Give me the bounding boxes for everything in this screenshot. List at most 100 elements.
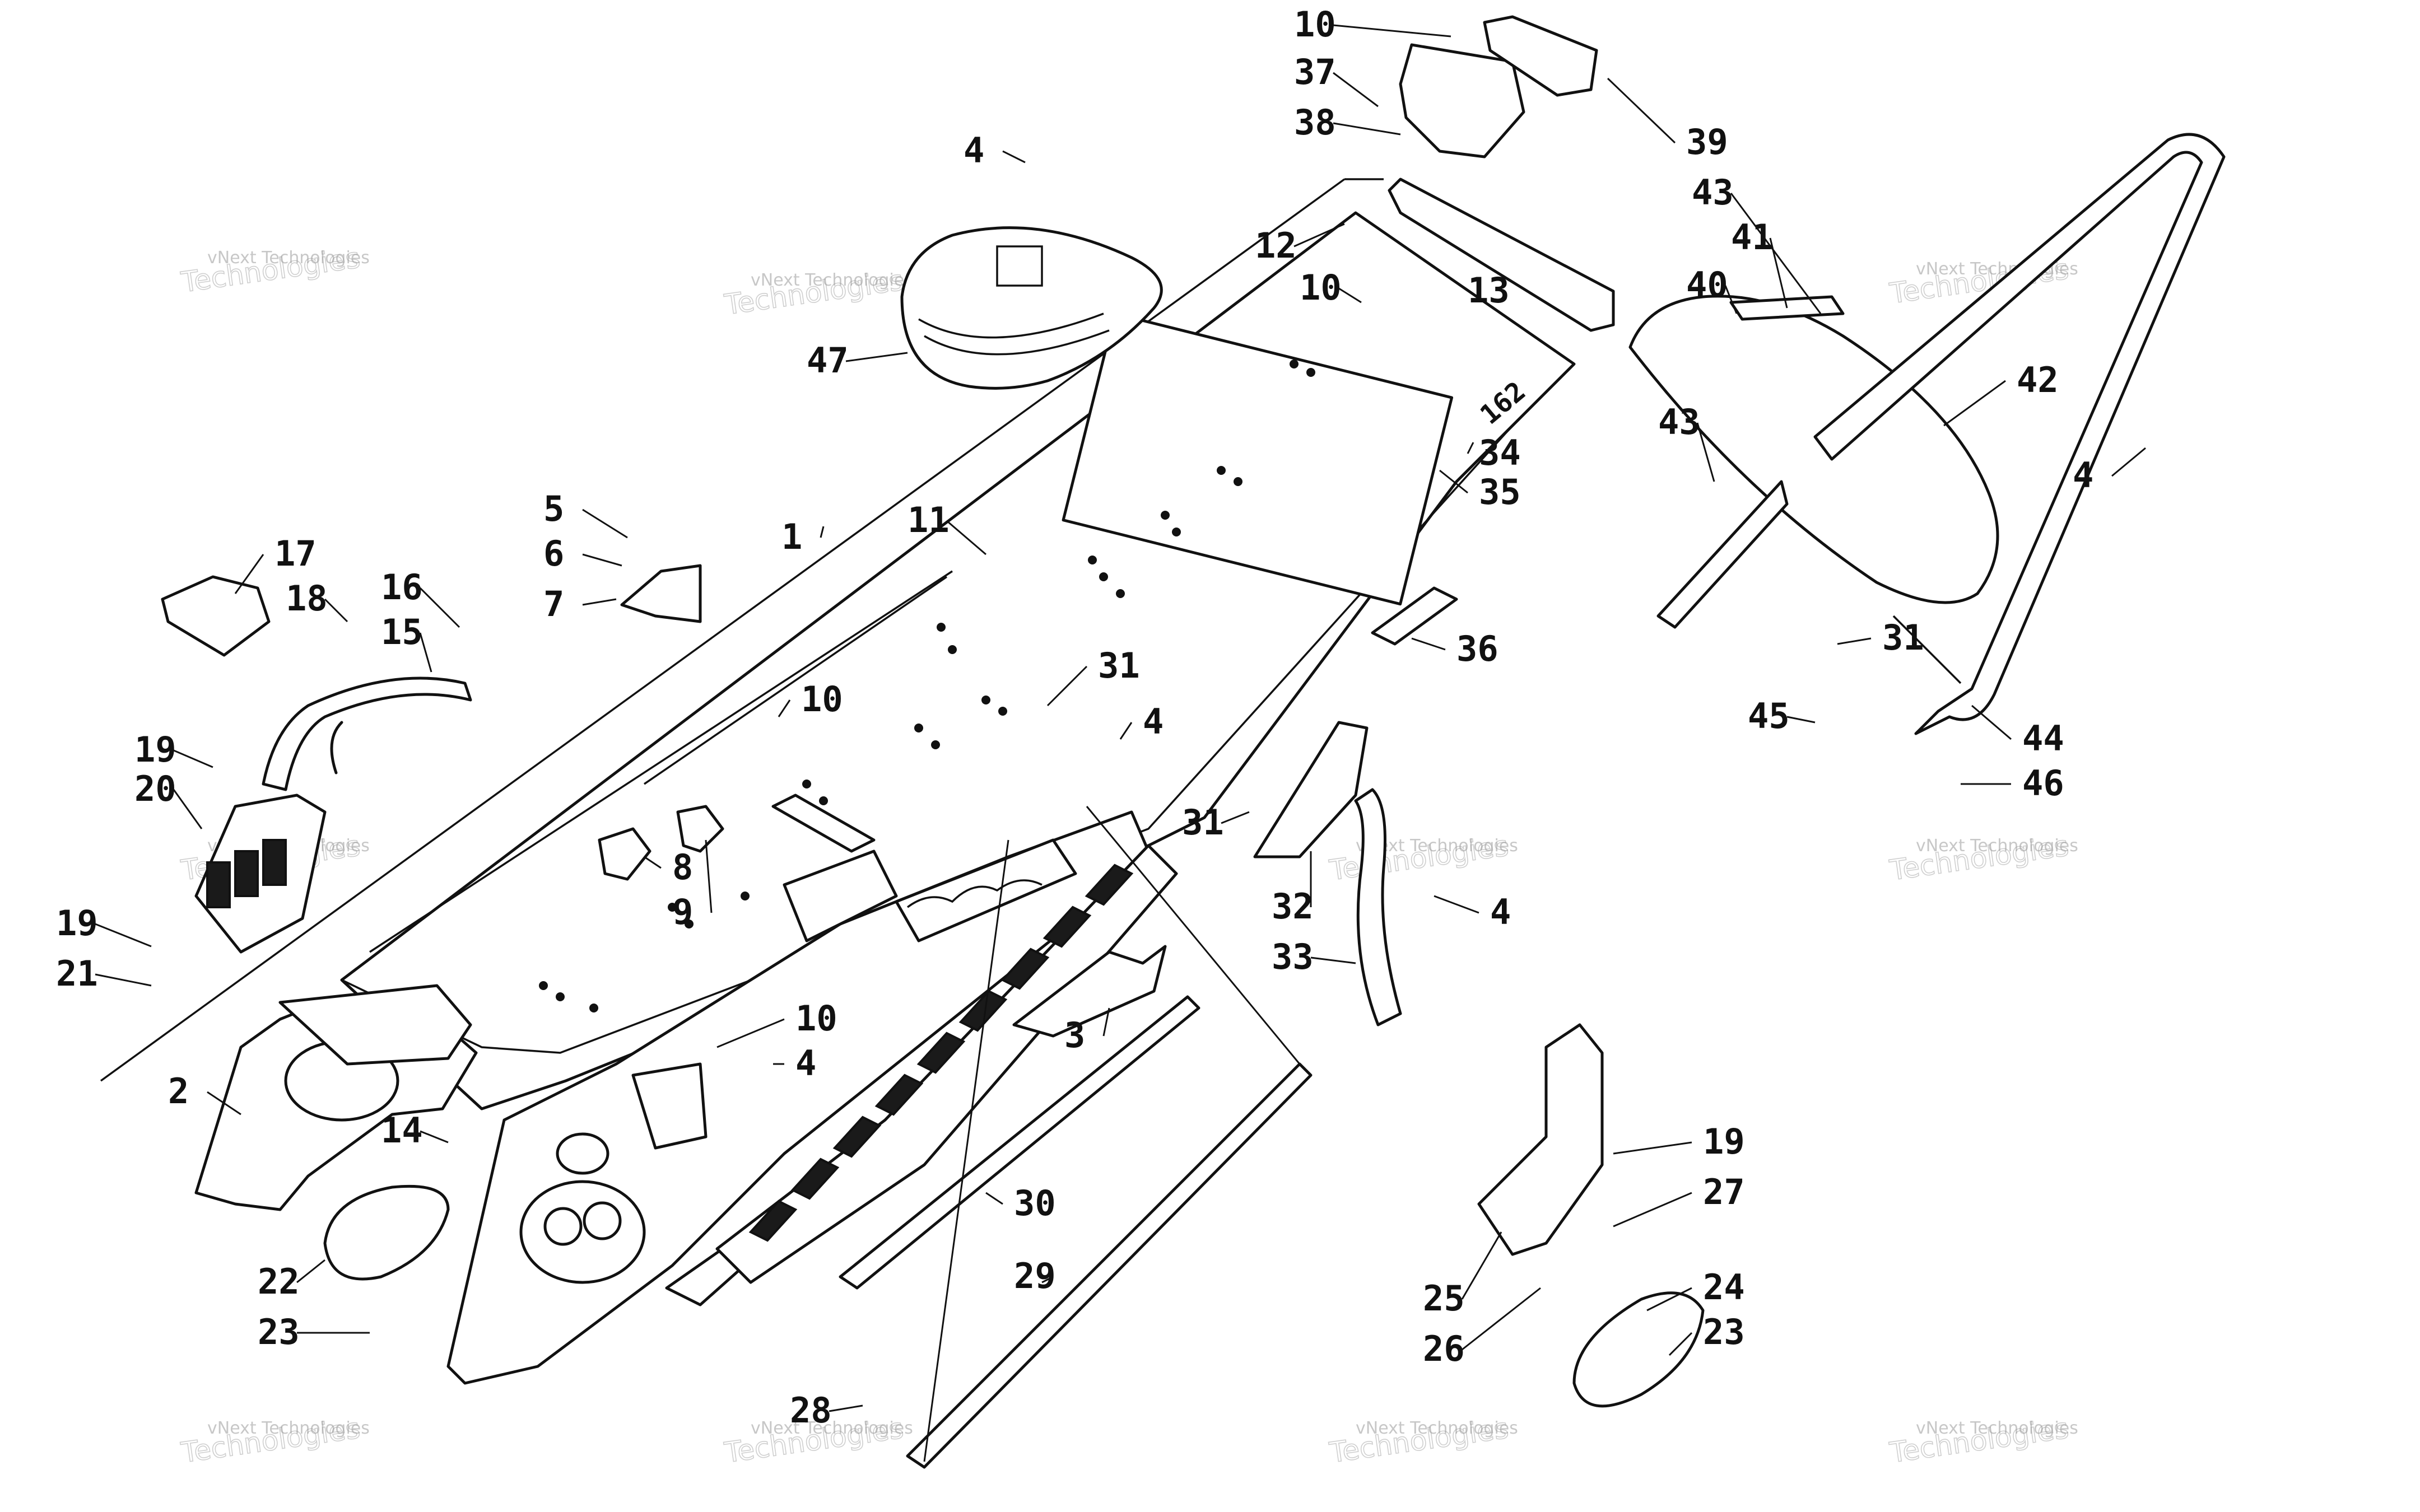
- leader-line-c5: [582, 508, 628, 539]
- watermark-line1: vNext Technologies: [1916, 836, 2078, 856]
- leader-line-c19b: [95, 923, 152, 948]
- rear-flap: [1628, 295, 1999, 629]
- callout-c45: 45: [1748, 696, 1790, 736]
- callout-c4a: 4: [964, 130, 984, 171]
- leader-line-c9: [705, 839, 713, 913]
- callout-c23a: 23: [258, 1312, 300, 1352]
- callout-c4e: 4: [2073, 455, 2093, 496]
- leader-line-c28: [829, 1404, 863, 1412]
- leader-line-c37: [1333, 72, 1379, 108]
- leader-line-c14: [420, 1130, 449, 1144]
- callout-c6: 6: [543, 533, 564, 574]
- leader-line-c31b: [1221, 811, 1250, 824]
- cover-17: [161, 575, 271, 657]
- cap-8: [598, 827, 651, 881]
- callout-c38: 38: [1294, 102, 1336, 143]
- bracket-39: [1483, 15, 1598, 97]
- tunnel-hole: [685, 920, 694, 928]
- leader-lines: [95, 24, 2146, 1412]
- tunnel-hole: [668, 903, 677, 912]
- traction-cutout: [958, 990, 1008, 1032]
- callout-c5: 5: [543, 488, 564, 529]
- tunnel-hole: [981, 696, 990, 704]
- callout-c43a: 43: [1692, 172, 1734, 213]
- leader-line-c10b: [1333, 24, 1451, 38]
- callout-c30: 30: [1014, 1183, 1056, 1224]
- bracket-3: [1012, 945, 1167, 1038]
- callout-c10c: 10: [1300, 267, 1342, 308]
- leader-line-c45: [1786, 716, 1816, 724]
- leader-line-c31c: [1837, 637, 1872, 645]
- callout-c14: 14: [381, 1110, 423, 1151]
- leader-line-c4a: [1002, 150, 1026, 164]
- tunnel-hole: [741, 892, 750, 900]
- leader-line-c7: [582, 598, 617, 606]
- callout-c2: 2: [168, 1071, 189, 1112]
- leader-line-c40: [1724, 285, 1738, 314]
- leader-line-c3: [1102, 1007, 1110, 1037]
- rail-29: [906, 1062, 1313, 1469]
- leader-line-c15: [419, 632, 432, 673]
- callout-c46: 46: [2022, 763, 2064, 804]
- tunnel-holes: [539, 360, 1315, 1012]
- bracket-32: [1253, 721, 1369, 858]
- tunnel-hole: [1306, 368, 1315, 377]
- mid-brace: [771, 794, 1077, 942]
- leader-line-c33: [1310, 956, 1356, 964]
- leader-line-c12: [1293, 223, 1345, 248]
- leader-line-c42: [1943, 380, 2006, 427]
- callout-c27: 27: [1703, 1172, 1745, 1212]
- tunnel-hole: [937, 623, 946, 632]
- leader-line-c35: [1439, 469, 1468, 494]
- tunnel-hole: [539, 981, 548, 990]
- tunnel-hole: [948, 645, 957, 654]
- tunnel-hole: [1161, 511, 1170, 520]
- bracket-38: [1399, 43, 1525, 158]
- leader-line-c22: [296, 1259, 325, 1284]
- callout-c43b: 43: [1658, 402, 1700, 442]
- leader-line-c19a: [173, 749, 213, 768]
- tunnel-hole: [931, 740, 940, 749]
- callout-c41: 41: [1731, 217, 1773, 258]
- leader-line-c23b: [1668, 1332, 1693, 1356]
- callout-c15: 15: [381, 612, 423, 652]
- leader-line-c2: [207, 1091, 241, 1116]
- leader-line-c31a: [1046, 665, 1088, 707]
- callout-c40: 40: [1686, 264, 1728, 305]
- leader-line-c20: [173, 789, 203, 829]
- callout-c4c: 4: [795, 1043, 816, 1084]
- tunnel-hole: [1099, 572, 1108, 581]
- leader-line-c6: [582, 553, 622, 567]
- leader-line-c39: [1607, 77, 1676, 144]
- bracket-36: [1371, 586, 1458, 646]
- callout-c12: 12: [1255, 225, 1297, 266]
- traction-cutout: [1085, 864, 1134, 906]
- leader-line-c4e: [2111, 447, 2146, 477]
- tunnel-hole: [589, 1004, 598, 1012]
- tunnel-hole: [1290, 360, 1299, 368]
- leader-line-c43a: [1730, 193, 1822, 314]
- leader-line-c11: [946, 520, 986, 556]
- callout-c20: 20: [134, 768, 176, 809]
- leader-line-c4b: [1119, 722, 1133, 740]
- callout-c17: 17: [274, 533, 317, 574]
- strap-33: [1354, 788, 1402, 1026]
- callout-c44: 44: [2022, 718, 2064, 759]
- cap-9: [676, 805, 724, 853]
- callout-c31c: 31: [1882, 617, 1924, 658]
- rail-30: [839, 995, 1200, 1290]
- leader-line-c36: [1411, 637, 1446, 651]
- tunnel-hole: [1172, 528, 1181, 536]
- watermark-line1: vNext Technologies: [751, 270, 913, 290]
- tunnel-hole: [1088, 556, 1097, 564]
- rear-bumper-44: [1813, 133, 2226, 735]
- callout-c10b: 10: [1294, 4, 1336, 45]
- callout-c10d: 10: [795, 998, 837, 1039]
- leader-line-c17: [234, 554, 264, 594]
- leader-line-c27: [1613, 1192, 1692, 1228]
- callout-c31a: 31: [1098, 645, 1140, 686]
- callout-c8: 8: [672, 847, 693, 888]
- leader-line-c16: [419, 587, 460, 628]
- leader-line-c43b: [1696, 422, 1715, 482]
